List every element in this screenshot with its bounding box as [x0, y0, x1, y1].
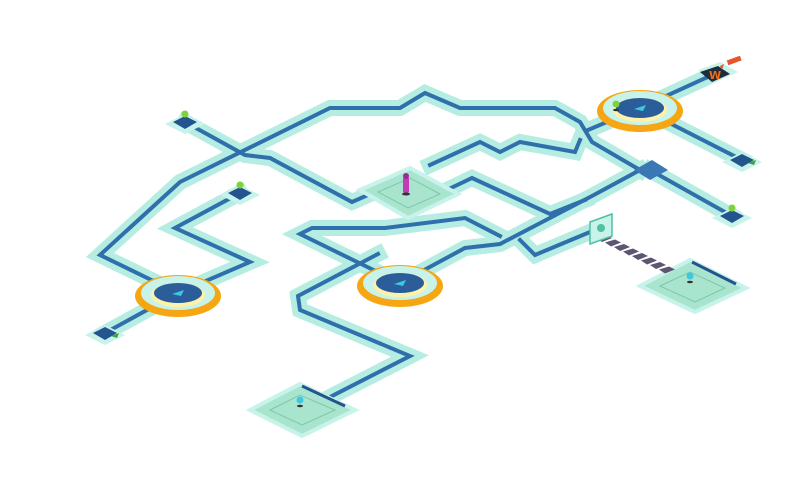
- arrow-icon: [111, 333, 119, 338]
- arrow-icon: [172, 290, 184, 296]
- end-node-2[interactable]: [85, 325, 125, 345]
- hub-center[interactable]: [357, 265, 443, 307]
- path-7[interactable]: [397, 167, 643, 286]
- plateau-center[interactable]: [355, 165, 463, 221]
- path-6[interactable]: [295, 215, 503, 286]
- gem-icon[interactable]: [612, 100, 620, 108]
- gem-shadow: [297, 404, 303, 408]
- hub-top-right[interactable]: [597, 90, 683, 132]
- gem-icon: [181, 110, 189, 118]
- arrow-icon: [394, 280, 406, 286]
- path-0[interactable]: [96, 90, 643, 296]
- stair-step: [605, 239, 621, 247]
- gem-icon[interactable]: [686, 272, 694, 280]
- end-node-3[interactable]: [722, 152, 762, 172]
- stair-step: [650, 262, 666, 269]
- gem-shadow: [687, 280, 693, 284]
- path-3[interactable]: [182, 119, 371, 205]
- path-9[interactable]: [517, 229, 593, 258]
- stair-step: [659, 266, 675, 274]
- plateau-right[interactable]: [635, 257, 751, 315]
- gem-icon[interactable]: [296, 396, 304, 404]
- end-node-1[interactable]: [220, 181, 260, 206]
- path-8[interactable]: [295, 251, 415, 399]
- path-1[interactable]: [170, 190, 255, 296]
- stair-step: [632, 253, 648, 260]
- arrow-icon: [748, 160, 756, 165]
- w-logo-node[interactable]: W: [698, 55, 742, 82]
- end-node-4[interactable]: [712, 204, 752, 229]
- player-character[interactable]: [402, 173, 410, 196]
- stair-step: [623, 248, 639, 256]
- skull-sign-icon[interactable]: [589, 212, 613, 246]
- path-13[interactable]: [647, 167, 735, 219]
- path-4[interactable]: [427, 137, 583, 168]
- hub-left[interactable]: [135, 275, 221, 317]
- gem-icon: [236, 181, 244, 189]
- plateau-bottom[interactable]: [245, 381, 360, 439]
- end-node-0[interactable]: [165, 110, 205, 135]
- gem-shadow: [613, 108, 619, 112]
- junction-node[interactable]: [634, 160, 668, 180]
- logo-letter: W: [709, 69, 721, 82]
- stair-step: [641, 257, 657, 265]
- stair-step: [614, 244, 630, 251]
- stairs[interactable]: [596, 235, 675, 274]
- gem-icon: [728, 204, 736, 212]
- arrow-icon: [634, 105, 646, 111]
